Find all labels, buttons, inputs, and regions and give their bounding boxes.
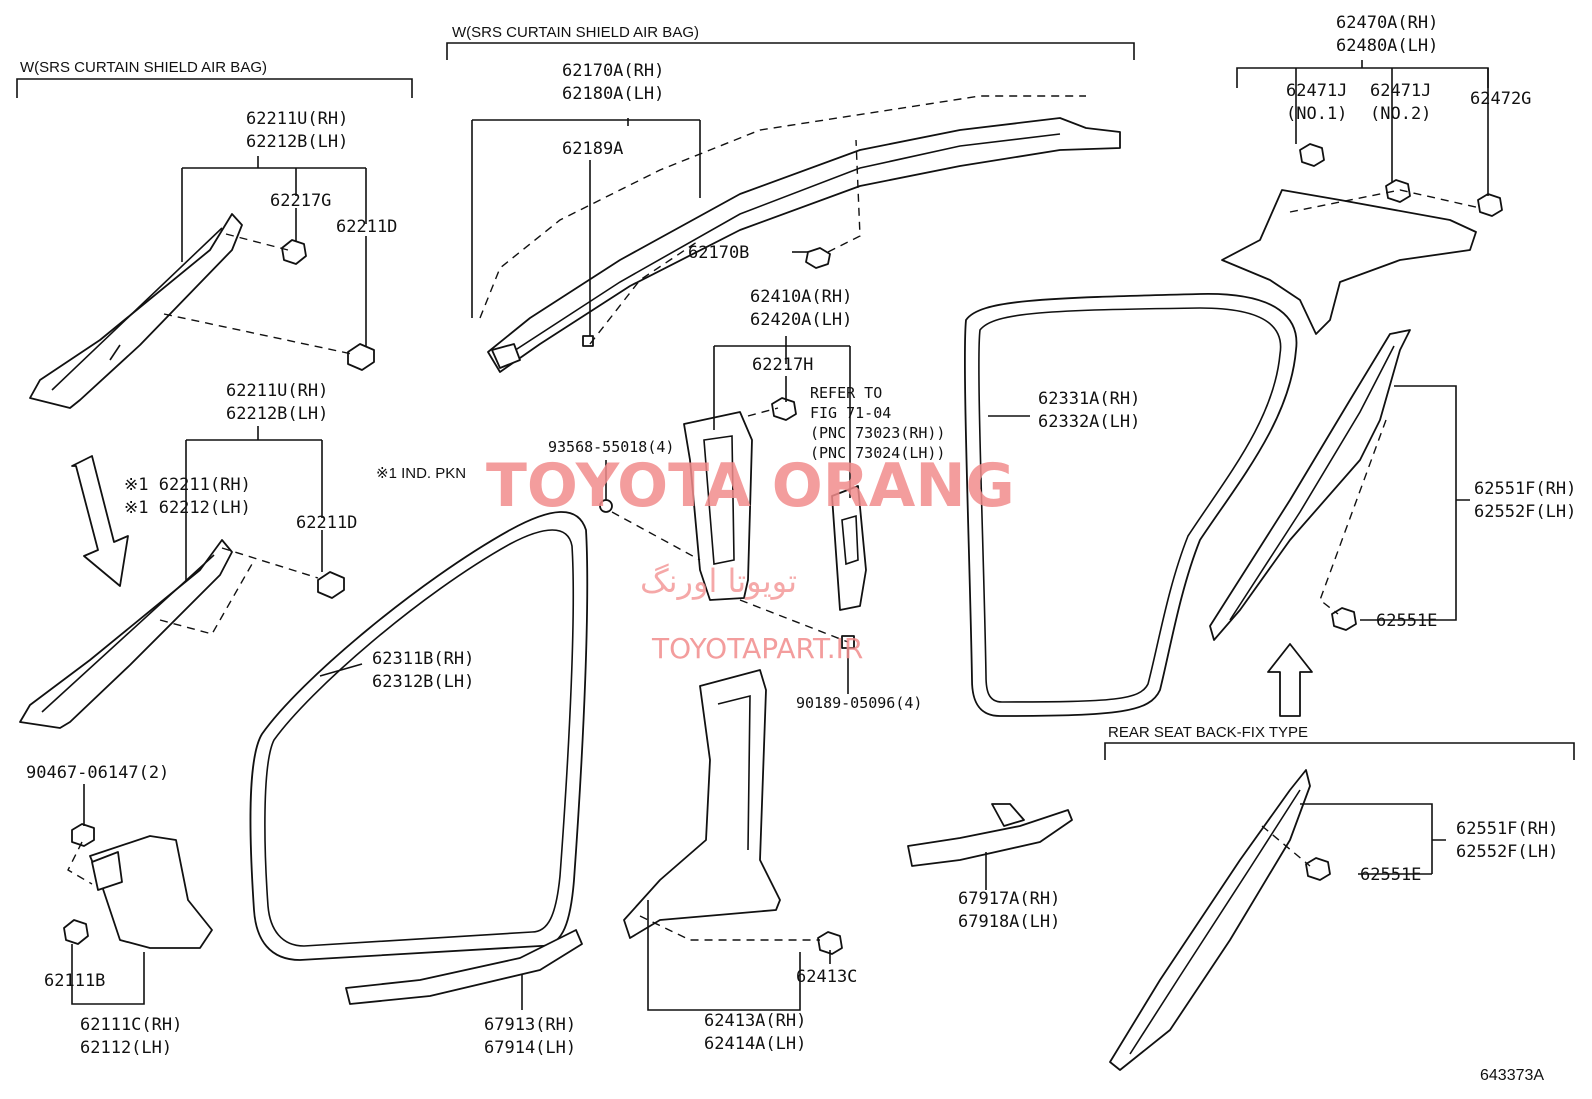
label-62551e-upper: 62551E: [1376, 611, 1437, 631]
label-90189: 90189-05096(4): [796, 694, 922, 712]
seat-belt-adjuster-ref: [831, 485, 867, 611]
a-pillar-garnish-upper: [29, 213, 243, 409]
front-door-scuff-plate: [345, 929, 583, 1005]
leader-lines: [71, 60, 1489, 1011]
clip-62217g: [281, 239, 307, 265]
roof-side-garnish-rear: [1209, 329, 1411, 641]
rear-door-opening-trim: [964, 293, 1298, 717]
label-62189a: 62189A: [562, 139, 623, 159]
clip-62211d-lower: [317, 571, 345, 599]
label-62472g: 62472G: [1470, 89, 1531, 109]
label-62413a: 62413A(RH)62414A(LH): [704, 1011, 806, 1054]
rear-door-scuff-plate: [907, 803, 1073, 867]
center-pillar-garnish-upper: [683, 411, 753, 601]
clip-62471j-no2: [1385, 179, 1411, 203]
watermark-brand: TOYOTA ORANG: [486, 451, 1015, 521]
label-62471j-no2: 62471J(NO.2): [1370, 81, 1431, 124]
clip-62472g: [1477, 193, 1503, 217]
label-62410a: 62410A(RH)62420A(LH): [750, 287, 852, 330]
label-62470a: 62470A(RH)62480A(LH): [1336, 13, 1438, 56]
clip-62551e-lower: [1305, 857, 1331, 881]
caption-ind-pkn: ※1 IND. PKN: [376, 465, 466, 482]
label-62311b: 62311B(RH)62312B(LH): [372, 649, 474, 692]
clip-62413c: [817, 931, 843, 955]
section-bracket-top-right: [1236, 67, 1489, 88]
clip-62217h: [771, 397, 797, 421]
label-93568: 93568-55018(4): [548, 438, 674, 456]
label-67913: 67913(RH)67914(LH): [484, 1015, 576, 1058]
label-62170a: 62170A(RH)62180A(LH): [562, 61, 664, 104]
label-62551e-lower: 62551E: [1360, 865, 1421, 885]
label-67917a: 67917A(RH)67918A(LH): [958, 889, 1060, 932]
clip-62170b: [805, 247, 831, 269]
center-pillar-garnish-lower: [623, 669, 781, 939]
caption-srs-top: W(SRS CURTAIN SHIELD AIR BAG): [452, 24, 699, 41]
clip-62111b: [63, 919, 89, 945]
section-bracket-srs-left: [16, 78, 413, 98]
label-62211u-lower: 62211U(RH)62212B(LH): [226, 381, 328, 424]
roof-side-garnish-rear-fix: [1109, 769, 1311, 1071]
label-62217g: 62217G: [270, 191, 331, 211]
caption-rear-seat: REAR SEAT BACK-FIX TYPE: [1108, 724, 1308, 741]
direction-arrow-up: [1267, 643, 1313, 717]
direction-arrow-down: [71, 455, 129, 587]
figure-id: 643373A: [1480, 1067, 1544, 1084]
roof-side-inner-garnish: [487, 117, 1121, 373]
watermark-persian: تویوتا اورنگ: [640, 562, 797, 600]
watermark-site: TOYOTAPART.IR: [651, 632, 863, 665]
section-bracket-srs-top: [446, 42, 1135, 60]
label-62170b: 62170B: [688, 243, 749, 263]
nut-90467: [71, 823, 95, 847]
package-tray-trim: [1221, 189, 1477, 335]
label-62413c: 62413C: [796, 967, 857, 987]
label-62551f-upper: 62551F(RH)62552F(LH): [1474, 479, 1576, 522]
label-62211d-lower: 62211D: [296, 513, 357, 533]
label-62211-ind: ※1 62211(RH)※1 62212(LH): [124, 475, 251, 518]
label-62217h: 62217H: [752, 355, 813, 375]
clip-62211d-upper: [347, 343, 375, 371]
label-62111b: 62111B: [44, 971, 105, 991]
a-pillar-garnish-lower: [19, 539, 233, 729]
label-62111c: 62111C(RH)62112(LH): [80, 1015, 182, 1058]
label-62211d-upper: 62211D: [336, 217, 397, 237]
front-door-opening-trim: [249, 511, 589, 961]
cowl-side-trim: [89, 835, 213, 949]
clip-62471j-no1: [1299, 143, 1325, 167]
label-90467: 90467-06147(2): [26, 763, 169, 783]
section-bracket-rear-seat: [1104, 742, 1575, 760]
installation-guides: [67, 95, 1481, 941]
label-62331a: 62331A(RH)62332A(LH): [1038, 389, 1140, 432]
label-62471j-no1: 62471J(NO.1): [1286, 81, 1347, 124]
label-62551f-lower: 62551F(RH)62552F(LH): [1456, 819, 1558, 862]
label-62211u-upper: 62211U(RH)62212B(LH): [246, 109, 348, 152]
caption-srs-left: W(SRS CURTAIN SHIELD AIR BAG): [20, 59, 267, 76]
